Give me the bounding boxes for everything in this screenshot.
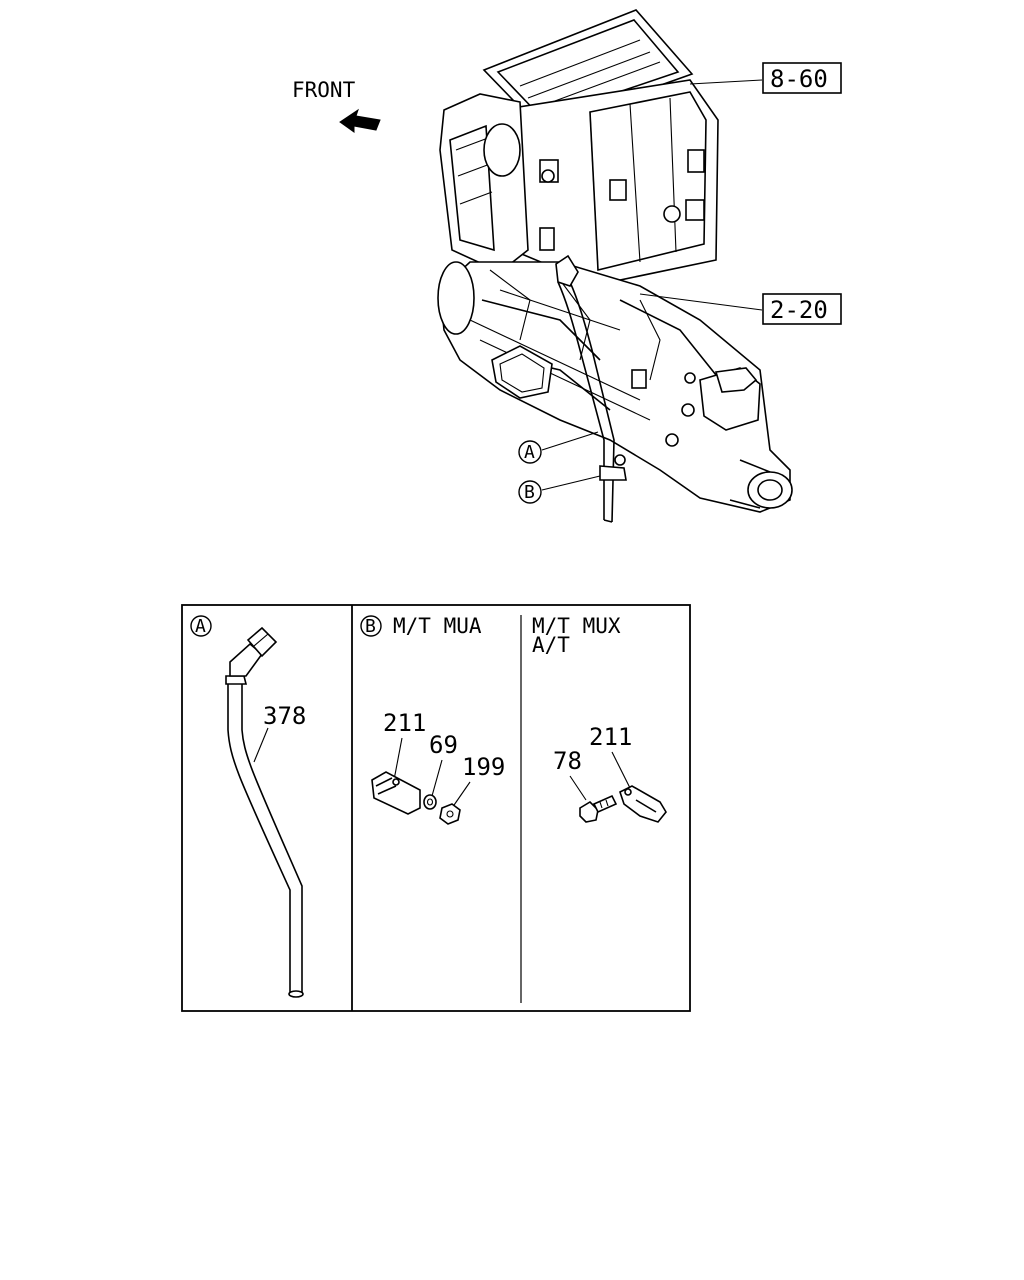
panel-c-title-line1: M/T MUX	[532, 614, 621, 638]
callout-a: A	[518, 431, 599, 464]
part-69-label: 69	[429, 731, 458, 759]
panel-b: B M/T MUA 211 69 199	[360, 614, 505, 825]
drain-hose-installed	[555, 254, 627, 523]
callout-a-letter: A	[524, 442, 535, 463]
panel-b-title: M/T MUA	[393, 614, 482, 638]
part-199-label: 199	[462, 753, 505, 781]
transmission-assembly	[437, 261, 793, 513]
front-label: FRONT	[292, 78, 356, 102]
ref-2-20: 2-20	[639, 293, 842, 325]
part-78-label: 78	[553, 747, 582, 775]
callout-b: B	[518, 475, 601, 504]
panel-c-title-line2: A/T	[532, 633, 570, 657]
part-211-b-label: 211	[383, 709, 426, 737]
washer-69-part	[423, 794, 437, 810]
callout-b-letter: B	[524, 482, 535, 503]
clip-211-part	[371, 771, 421, 815]
panel-a: A 378	[190, 615, 306, 998]
parts-detail-box	[181, 604, 691, 1012]
drain-hose-part	[225, 626, 304, 998]
clip-211-c-part	[619, 785, 667, 823]
ref-8-60-label: 8-60	[770, 65, 828, 93]
panel-c: M/T MUX A/T 211 78	[532, 614, 667, 823]
bolt-78-part	[579, 794, 618, 823]
ref-8-60: 8-60	[689, 62, 842, 94]
heater-unit-assembly	[439, 9, 719, 281]
front-arrow-icon	[339, 108, 381, 133]
nut-199-part	[439, 803, 461, 825]
panel-b-letter: B	[365, 616, 376, 637]
panel-a-letter: A	[195, 616, 206, 637]
part-211-c-label: 211	[589, 723, 632, 751]
ref-2-20-label: 2-20	[770, 296, 828, 324]
part-378-label: 378	[263, 702, 306, 730]
